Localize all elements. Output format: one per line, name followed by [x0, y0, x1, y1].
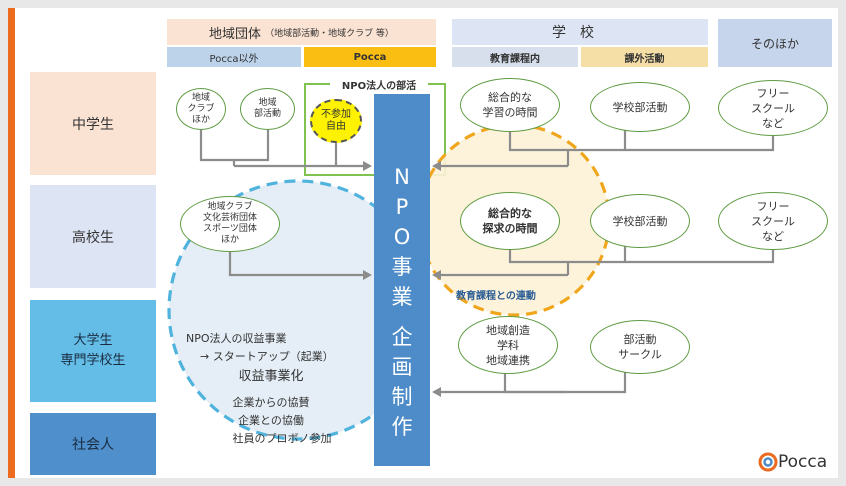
revenue-line3: 収益事業化 [238, 369, 304, 384]
subheader-curriculum: 教育課程内 [452, 47, 578, 67]
npo-project-text: N P O 事 業 企 画 制 作 [391, 165, 413, 439]
node-uni-club: 部活動サークル [590, 320, 690, 374]
node-jh-free-school: フリースクールなど [718, 80, 828, 136]
node-hs-integrated: 総合的な探求の時間 [460, 192, 560, 250]
node-hs-local: 地域クラブ文化芸術団体スポーツ団体ほか [180, 196, 280, 252]
row-junior-high: 中学生 [30, 72, 156, 175]
node-jh-optional: 不参加自由 [310, 99, 362, 143]
revenue-line5: 企業との協働 [238, 414, 304, 427]
pocca-logo: Pocca [758, 452, 827, 472]
revenue-line1: NPO法人の収益事業 [186, 332, 287, 345]
curriculum-link-label: 教育課程との連動 [456, 291, 536, 302]
node-jh-local-bukatsu: 地域部活動 [240, 88, 295, 130]
node-jh-local-club: 地域クラブほか [176, 88, 226, 130]
pocca-logo-text: Pocca [778, 452, 828, 472]
revenue-line6: 社員のプロボノ参加 [232, 432, 332, 445]
row-university-line2: 専門学校生 [60, 353, 126, 368]
node-uni-regional: 地域創造学科地域連携 [458, 316, 558, 374]
uni-connector [503, 372, 627, 394]
row-university-line1: 大学生 [73, 333, 113, 348]
row-high-school: 高校生 [30, 185, 156, 288]
header-school: 学校 [452, 19, 708, 45]
revenue-line4: 企業からの協賛 [232, 396, 310, 409]
node-hs-school-club: 学校部活動 [590, 194, 690, 248]
hs-left-connector [228, 246, 368, 277]
header-other: そのほか [718, 19, 832, 67]
subheader-pocca: Pocca [304, 47, 436, 67]
accent-bar [8, 8, 15, 478]
subheader-non-pocca: Pocca以外 [167, 47, 301, 67]
header-local-groups: 地域団体 （地域部活動・地域クラブ 等） [167, 19, 436, 45]
header-local-groups-label: 地域団体 [209, 26, 262, 42]
revenue-text: NPO法人の収益事業 → スタートアップ（起業） 収益事業化 企業からの協賛 企… [186, 330, 356, 448]
npo-project-bar [374, 94, 430, 466]
npo-club-label: NPO法人の部活 [330, 76, 428, 92]
node-hs-free-school: フリースクールなど [718, 192, 828, 250]
subheader-extracurricular: 課外活動 [581, 47, 708, 67]
node-jh-integrated: 総合的な学習の時間 [460, 78, 560, 132]
node-jh-school-club: 学校部活動 [590, 82, 690, 132]
jh-left-connector [199, 128, 270, 162]
pocca-logo-icon [758, 452, 778, 472]
row-university: 大学生 専門学校生 [30, 300, 156, 402]
revenue-line2: → スタートアップ（起業） [200, 350, 334, 363]
header-local-groups-note: （地域部活動・地域クラブ 等） [265, 28, 394, 39]
row-adult: 社会人 [30, 413, 156, 475]
